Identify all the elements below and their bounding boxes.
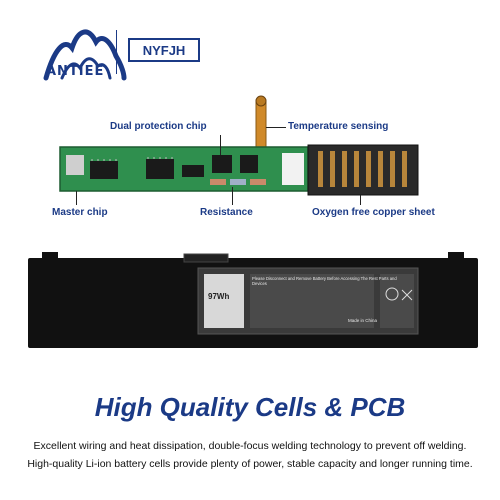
- brand-name: ANTIEE: [46, 64, 105, 79]
- description-line-1: Excellent wiring and heat dissipation, d…: [33, 440, 467, 452]
- callout-dual-protection-chip: Dual protection chip: [110, 121, 207, 132]
- battery-origin: Made in China: [348, 318, 378, 323]
- battery-capacity: 97Wh: [208, 292, 230, 301]
- leader-dual-protection: [220, 135, 221, 155]
- leader-resistance: [232, 187, 233, 205]
- leader-copper: [360, 195, 361, 205]
- pcb-illustration: Dual protection chip Temperature sensing…: [50, 95, 470, 225]
- headline: High Quality Cells & PCB: [94, 392, 406, 422]
- callout-resistance: Resistance: [200, 207, 253, 218]
- brand-divider: [116, 30, 117, 74]
- pcb-board-graphic: [59, 95, 419, 196]
- callout-copper-sheet: Oxygen free copper sheet: [312, 207, 435, 218]
- callout-temperature-sensing: Temperature sensing: [288, 121, 389, 132]
- model-badge: NYFJH: [128, 38, 200, 62]
- battery-illustration: Please Disconnect and Remove Battery Bef…: [28, 252, 478, 352]
- battery-warning-text: Please Disconnect and Remove Battery Bef…: [252, 276, 397, 286]
- callout-master-chip: Master chip: [52, 207, 108, 218]
- description-line-2: High-quality Li-ion battery cells provid…: [27, 458, 473, 470]
- battery-body-graphic: [28, 252, 478, 348]
- leader-master-chip: [76, 191, 77, 205]
- antiee-mountain-logo-icon: [43, 29, 127, 81]
- leader-temperature: [266, 127, 286, 128]
